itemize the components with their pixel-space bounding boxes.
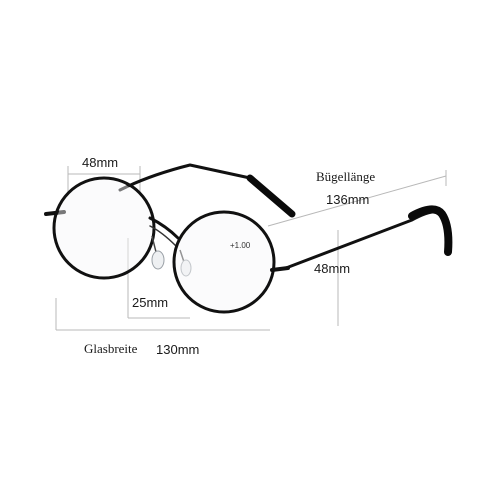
measure-lines <box>55 166 447 331</box>
left-lens-glass <box>56 180 152 276</box>
lens-width-label: 48mm <box>82 155 119 170</box>
far-temple-arm <box>118 163 292 212</box>
frame-width-label: 130mm <box>156 342 200 357</box>
temple-length-line <box>267 175 447 227</box>
left-nose-pad <box>151 250 165 270</box>
near-temple-arm <box>284 210 442 270</box>
bridge-inner <box>149 225 177 247</box>
right-lens-frame <box>172 210 276 314</box>
temple-title-label: Bügellänge <box>316 169 376 184</box>
lens-power-label: +1.00 <box>230 241 251 250</box>
temple-length-label: 136mm <box>326 192 370 207</box>
near-temple-tip <box>408 205 453 256</box>
right-lens-glass <box>176 214 272 310</box>
bridge-label: 25mm <box>132 295 169 310</box>
bridge <box>148 216 180 240</box>
right-nose-pad-arm <box>179 249 185 263</box>
left-nose-pad-arm <box>151 235 157 253</box>
frame-width-title-label: Glasbreite <box>84 341 138 356</box>
lens-height-label: 48mm <box>314 261 351 276</box>
far-temple-tip <box>246 174 296 218</box>
right-nose-pad <box>180 259 192 277</box>
